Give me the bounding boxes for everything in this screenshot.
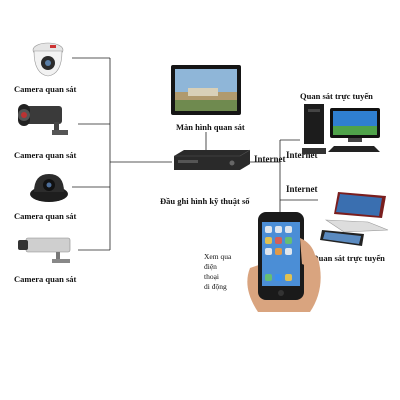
- internet-label: Internet: [286, 150, 318, 160]
- camera-label: Camera quan sát: [14, 211, 77, 221]
- bullet-camera-icon: [18, 104, 68, 135]
- desktop-label: Quan sát trực tuyến: [300, 91, 373, 101]
- internet-label: Internet: [286, 184, 318, 194]
- monitor-label: Màn hình quan sát: [176, 122, 245, 132]
- laptop-label: Quan sát trực tuyến: [312, 253, 385, 263]
- phone-label: Xem qua điện thoại di động: [204, 252, 244, 292]
- phone-label-line: điện: [204, 262, 217, 271]
- monitor-icon: [171, 65, 241, 115]
- camera-label: Camera quan sát: [14, 274, 77, 284]
- camera-label: Camera quan sát: [14, 84, 77, 94]
- smartphone-icon: [247, 212, 321, 312]
- dvr-label: Đầu ghi hình kỹ thuật số: [160, 196, 250, 206]
- internet-label: Internet: [254, 154, 286, 164]
- dark-dome-camera-icon: [30, 174, 68, 202]
- phone-label-line: thoại: [204, 272, 219, 281]
- camera-label: Camera quan sát: [14, 150, 77, 160]
- phone-label-line: di động: [204, 282, 227, 291]
- box-camera-icon: [18, 237, 71, 263]
- dome-camera-icon: [32, 42, 64, 77]
- dvr-icon: [174, 149, 251, 170]
- desktop-computer-icon: [302, 104, 380, 154]
- laptop-icon: [320, 192, 389, 246]
- phone-label-line: Xem qua: [204, 252, 232, 261]
